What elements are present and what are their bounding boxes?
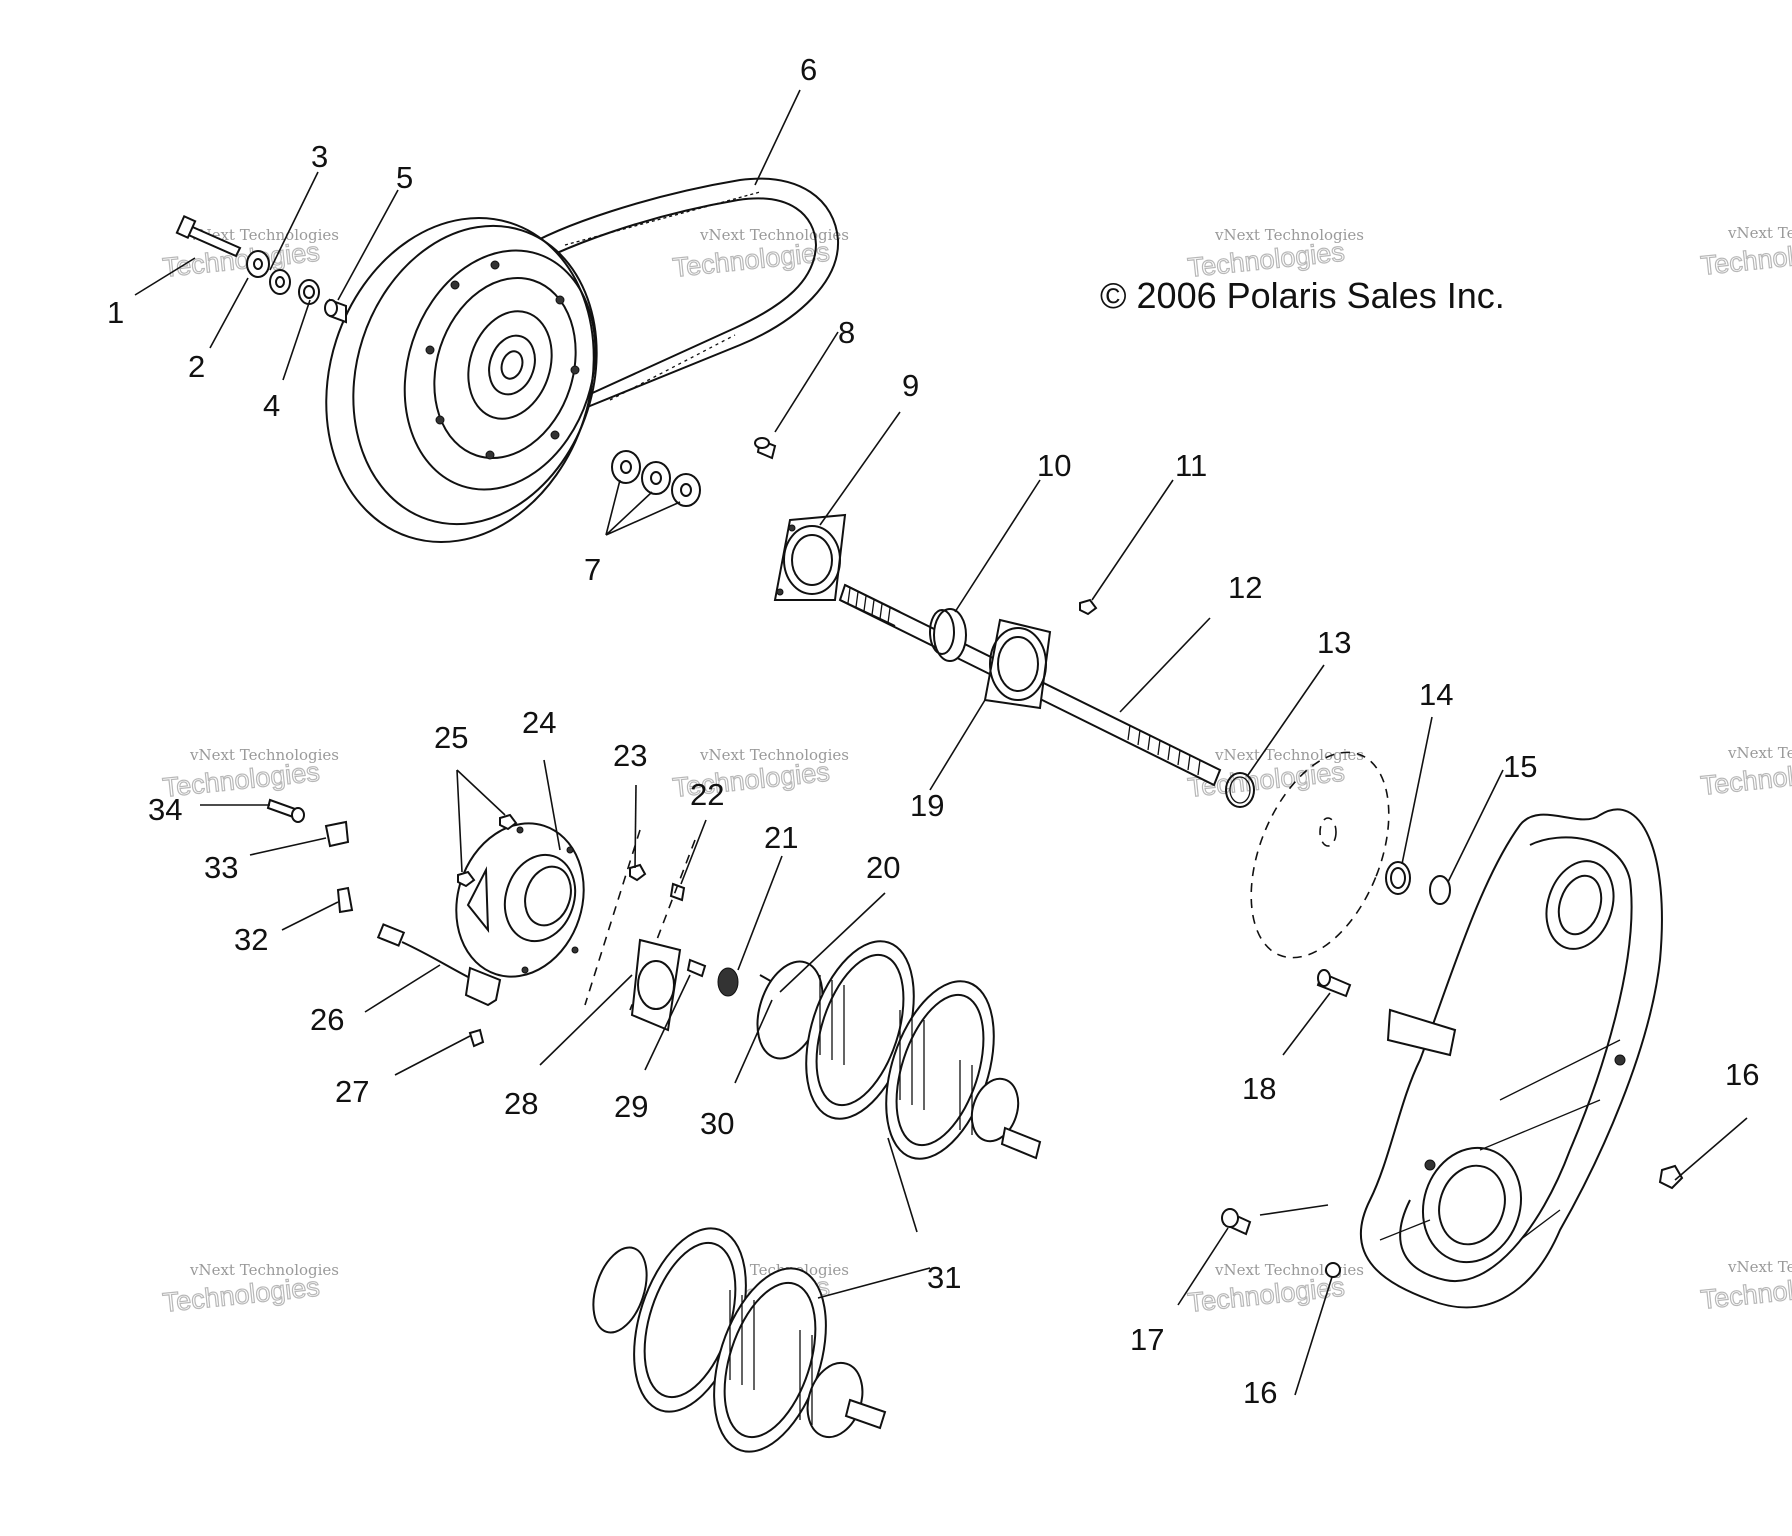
callout-label: 16 xyxy=(1725,1057,1759,1092)
small-nut xyxy=(629,863,647,882)
callout-label: 4 xyxy=(263,388,280,423)
bearing-plate-bolt xyxy=(754,437,777,460)
callout-label: 7 xyxy=(584,552,601,587)
callout-label: 31 xyxy=(927,1260,961,1295)
watermark: vNext Technologies Technologies xyxy=(161,1261,339,1319)
track-drive-drum xyxy=(756,940,1042,1160)
callout-label: 2 xyxy=(188,349,205,384)
watermark-small-text: vNext Technologies xyxy=(1727,744,1792,762)
callout-label: 11 xyxy=(1175,448,1207,483)
callout-label: 18 xyxy=(1242,1071,1276,1106)
callout-label: 10 xyxy=(1037,448,1071,483)
callout-label: 16 xyxy=(1243,1375,1277,1410)
dowel-pin xyxy=(669,882,686,902)
bearing-flange-plate-rear xyxy=(983,618,1052,710)
wire-clip xyxy=(336,886,354,914)
watermark-small-text: vNext Technologies xyxy=(1214,746,1364,764)
callout-label: 8 xyxy=(838,315,855,350)
callout-label: 5 xyxy=(396,160,413,195)
callout-label: 24 xyxy=(522,705,556,740)
copyright-notice: © 2006 Polaris Sales Inc. xyxy=(1100,275,1505,316)
bearing-flange-plate xyxy=(773,513,847,601)
watermark-small-text: vNext Technologies xyxy=(189,226,339,244)
watermark-small-text: vNext Technologies xyxy=(1727,1258,1792,1276)
alignment-guide xyxy=(584,829,641,1006)
callout-label: 20 xyxy=(866,850,900,885)
bearing-gasket xyxy=(630,938,682,1032)
watermark: vNext Technologies Technologies xyxy=(1699,744,1792,802)
case-bolt xyxy=(1316,969,1352,998)
bearing-housing-flange xyxy=(455,822,585,978)
case-nut-lower xyxy=(1325,1262,1341,1278)
callout-label: 21 xyxy=(764,820,798,855)
case-stud-bolt xyxy=(1221,1208,1252,1236)
leader-lines xyxy=(134,89,1748,1396)
callout-label: 9 xyxy=(902,368,919,403)
callout-label: 22 xyxy=(690,777,724,812)
watermark-small-text: vNext Technologies xyxy=(1727,224,1792,242)
callout-label: 23 xyxy=(613,738,647,773)
watermark-small-text: vNext Technologies xyxy=(189,746,339,764)
watermark: vNext Technologies Technologies xyxy=(671,226,849,284)
callout-label: 15 xyxy=(1503,749,1537,784)
sensor-screw xyxy=(266,798,305,823)
callout-label: 3 xyxy=(311,139,328,174)
callout-label: 13 xyxy=(1317,625,1351,660)
snap-ring xyxy=(1225,772,1255,808)
case-nut xyxy=(1658,1164,1684,1190)
callout-label: 6 xyxy=(800,52,817,87)
watermark: vNext Technologies Technologies xyxy=(1699,224,1792,282)
clutch-bolt-assembly xyxy=(175,215,347,324)
drive-gear xyxy=(686,958,739,997)
driven-clutch xyxy=(325,217,598,543)
watermark: vNext Technologies Technologies xyxy=(161,746,339,804)
sensor-bracket xyxy=(324,820,350,848)
clutch-washers xyxy=(611,450,701,507)
oil-seal xyxy=(1385,861,1411,895)
callout-labels: 1 2 3 4 5 6 7 8 9 10 11 12 13 14 15 16 1… xyxy=(107,52,1759,1410)
callout-label: 14 xyxy=(1419,677,1453,712)
callout-label: 17 xyxy=(1130,1322,1164,1357)
callout-label: 33 xyxy=(204,850,238,885)
housing-nuts xyxy=(457,813,518,888)
watermark-small-text: vNext Technologies xyxy=(699,226,849,244)
watermark: vNext Technologies Technologies xyxy=(1699,1258,1792,1316)
chaincase-housing xyxy=(1359,808,1663,1309)
speed-sensor-assembly xyxy=(376,923,502,1048)
watermark-small-text: vNext Technologies xyxy=(699,746,849,764)
track-drive-drum-alternate xyxy=(592,1227,887,1453)
callout-label: 29 xyxy=(614,1089,648,1124)
callout-label: 12 xyxy=(1228,570,1262,605)
flange-nut xyxy=(1079,598,1098,616)
drive-belt xyxy=(519,177,840,411)
callout-label: 30 xyxy=(700,1106,734,1141)
callout-label: 27 xyxy=(335,1074,369,1109)
watermark-small-text: vNext Technologies xyxy=(1214,226,1364,244)
callout-label: 1 xyxy=(107,295,124,330)
callout-label: 26 xyxy=(310,1002,344,1037)
watermark-small-text: vNext Technologies xyxy=(189,1261,339,1279)
callout-label: 32 xyxy=(234,922,268,957)
sprocket-outline xyxy=(1250,751,1390,959)
o-ring xyxy=(1429,875,1451,905)
clutch-bolt-holes xyxy=(425,260,580,460)
callout-label: 34 xyxy=(148,792,182,827)
callout-label: 19 xyxy=(910,788,944,823)
callout-label: 28 xyxy=(504,1086,538,1121)
callout-label: 25 xyxy=(434,720,468,755)
